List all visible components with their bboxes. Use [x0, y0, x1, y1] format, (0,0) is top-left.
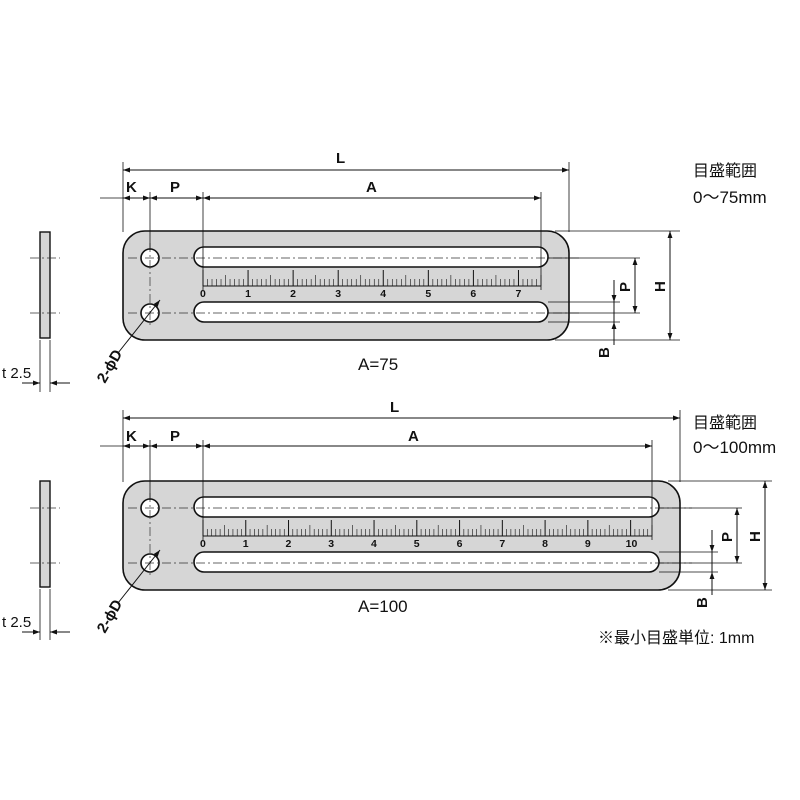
drawing-a75: t 2.5 0 1 2 3 4 5 6 7 L K P A: [2, 150, 767, 392]
dim-A: A: [366, 179, 377, 196]
scale-label: 9: [585, 538, 591, 550]
scale-label: 8: [542, 538, 548, 550]
dim-A: A: [408, 428, 419, 445]
drawing-a100: t 2.5 0 1 2 3 4 5 6 7 8 9 10 L K P A: [2, 399, 776, 640]
lower-slot: [193, 301, 549, 323]
hole-diameter-label: 2-ϕD: [94, 597, 127, 636]
scale-label: 1: [245, 288, 251, 300]
side-view-a75: t 2.5: [2, 231, 70, 392]
hole-diameter-label: 2-ϕD: [94, 347, 127, 386]
dim-L: L: [336, 150, 345, 167]
dim-K: K: [126, 179, 137, 196]
scale-label: 7: [515, 288, 521, 300]
scale-label: 2: [286, 538, 292, 550]
range-title-a75: 目盛範囲: [693, 162, 757, 180]
scale-label: 2: [290, 288, 296, 300]
scale-label: 0: [200, 288, 206, 300]
range-value-a100: 0〜100mm: [693, 438, 776, 457]
dim-H: H: [652, 281, 669, 292]
range-title-a100: 目盛範囲: [693, 414, 757, 432]
scale-label: 6: [457, 538, 463, 550]
dim-B: B: [596, 347, 613, 358]
range-value-a75: 0〜75mm: [693, 188, 767, 207]
dim-K: K: [126, 428, 137, 445]
upper-slot: [193, 496, 660, 518]
scale-label: 0: [200, 538, 206, 550]
upper-slot: [193, 246, 549, 268]
dim-P-side: P: [617, 282, 634, 292]
footnote-min-unit: ※最小目盛単位: 1mm: [598, 629, 754, 647]
dim-P-top: P: [170, 179, 180, 196]
scale-label: 10: [626, 538, 638, 550]
scale-label: 1: [243, 538, 249, 550]
thickness-label: t 2.5: [2, 614, 31, 631]
thickness-label: t 2.5: [2, 365, 31, 382]
dim-L: L: [390, 399, 399, 416]
scale-label: 3: [328, 538, 334, 550]
dim-P-top: P: [170, 428, 180, 445]
side-view-a100: t 2.5: [2, 480, 70, 640]
dim-B: B: [694, 597, 711, 608]
scale-label: 5: [414, 538, 420, 550]
scale-label: 4: [380, 288, 386, 300]
scale-label: 5: [425, 288, 431, 300]
dim-H: H: [747, 531, 764, 542]
caption-a100: A=100: [358, 597, 408, 616]
dim-P-side: P: [719, 532, 736, 542]
scale-label: 3: [335, 288, 341, 300]
scale-label: 7: [499, 538, 505, 550]
scale-label: 4: [371, 538, 377, 550]
scale-label: 6: [470, 288, 476, 300]
scale-a75: 0 1 2 3 4 5 6 7: [200, 270, 542, 300]
caption-a75: A=75: [358, 355, 398, 374]
lower-slot: [193, 551, 660, 573]
